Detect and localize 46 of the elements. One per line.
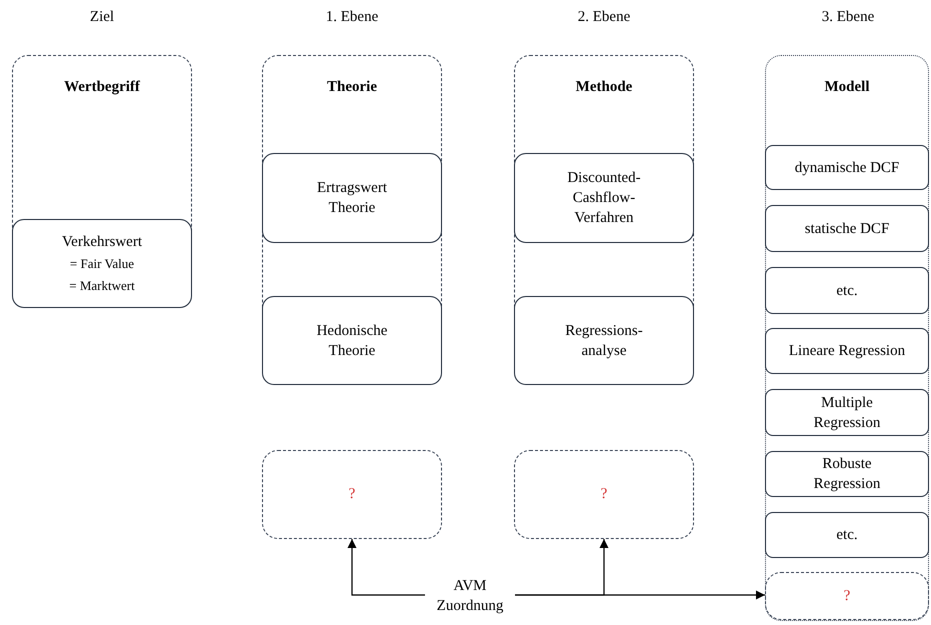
- level-label: 2. Ebene: [576, 8, 632, 27]
- theory-box: [262, 153, 442, 243]
- column-heading: Wertbegriff: [64, 78, 140, 97]
- column-heading: Theorie: [327, 78, 377, 97]
- placeholder-box: [514, 450, 694, 539]
- question-mark: ?: [600, 485, 608, 504]
- arrow: [515, 590, 765, 600]
- placeholder-box: [262, 450, 442, 539]
- level-column: [12, 55, 192, 308]
- question-mark: ?: [844, 586, 850, 606]
- node-text: dynamische DCF: [794, 158, 900, 178]
- equation-text: = Marktwert: [69, 276, 135, 294]
- level-column: [514, 55, 694, 385]
- model-box: [765, 512, 929, 558]
- node-text: Regressions-analyse: [564, 322, 644, 360]
- level-label: Ziel: [88, 8, 116, 27]
- theory-box: [262, 296, 442, 385]
- model-box: [765, 267, 929, 314]
- level-label: 1. Ebene: [324, 8, 380, 27]
- node-text: Multiple Regression: [812, 394, 882, 432]
- node-text: Robuste Regression: [812, 455, 882, 494]
- column-heading: Methode: [576, 78, 632, 97]
- node-text: Lineare Regression: [788, 342, 906, 361]
- model-box: [765, 451, 929, 497]
- node-text: statische DCF: [804, 220, 890, 238]
- level-column: [765, 55, 929, 621]
- method-box: [514, 296, 694, 385]
- node-text: Hedonische Theorie: [316, 322, 388, 360]
- definition-box: [12, 219, 192, 308]
- model-box: [765, 205, 929, 252]
- arrow: [348, 539, 425, 596]
- model-box: [765, 145, 929, 190]
- node-text: etc.: [836, 526, 858, 545]
- node-text: etc.: [836, 282, 858, 300]
- level-column: [262, 55, 442, 385]
- node-text: Discounted-Cashflow-Verfahren: [566, 169, 642, 228]
- placeholder-box: [765, 572, 929, 620]
- equation-text: = Fair Value: [70, 254, 134, 272]
- node-text: Ertragswert Theorie: [316, 179, 388, 218]
- model-box: [765, 328, 929, 374]
- model-box: [765, 389, 929, 436]
- question-mark: ?: [348, 485, 356, 504]
- method-box: [514, 153, 694, 243]
- node-text: Verkehrswert: [62, 232, 142, 252]
- level-label: 3. Ebene: [820, 8, 876, 27]
- column-heading: Modell: [824, 78, 870, 97]
